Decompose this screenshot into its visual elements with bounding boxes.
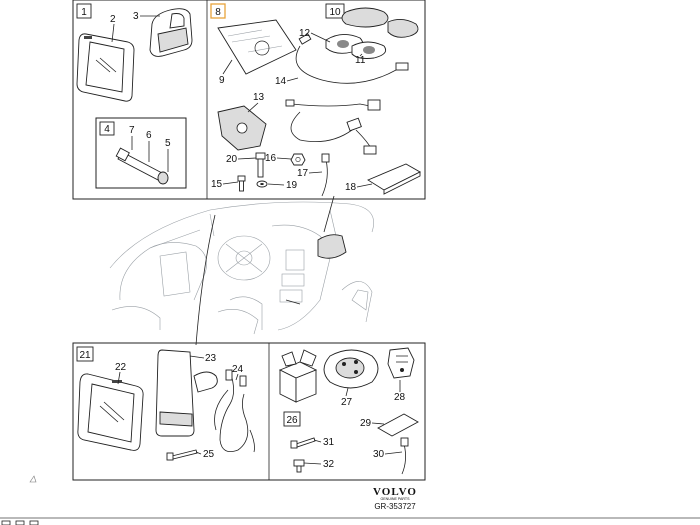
callout-28: 28 [394, 380, 406, 403]
bolt-part-19 [255, 152, 266, 178]
callout-22: 22 [115, 362, 127, 385]
svg-text:5: 5 [165, 138, 171, 149]
callout-14: 14 [275, 76, 299, 87]
callout-19: 20 [226, 154, 257, 165]
svg-text:27: 27 [341, 397, 353, 408]
frame-label-8: 8 [210, 3, 226, 19]
svg-text:17: 17 [297, 168, 309, 179]
svg-text:10: 10 [329, 7, 341, 18]
svg-text:28: 28 [394, 392, 406, 403]
callout-27: 27 [341, 387, 353, 408]
callout-32: 32 [303, 459, 335, 470]
svg-text:25: 25 [203, 449, 215, 460]
svg-text:GENUINE PARTS: GENUINE PARTS [380, 497, 410, 501]
screw-part-25 [166, 449, 198, 461]
callout-18: 18 [345, 182, 373, 193]
callout-16: 16 [265, 153, 292, 164]
svg-text:23: 23 [205, 353, 217, 364]
top-panel: 1 8 10 4 [72, 0, 426, 200]
svg-text:32: 32 [323, 459, 335, 470]
callout-5: 5 [165, 138, 171, 172]
callout-29: 29 [360, 418, 385, 429]
plate-part-28 [387, 347, 415, 379]
box-part-26 [278, 349, 318, 403]
svg-text:19: 19 [286, 180, 298, 191]
svg-text:2: 2 [110, 14, 116, 25]
svg-text:11: 11 [355, 55, 366, 66]
svg-text:22: 22 [115, 362, 127, 373]
tablet-part [76, 33, 135, 102]
callout-30: 30 [373, 449, 403, 460]
sticker-sheet-part [217, 19, 297, 75]
cradle-part [149, 8, 193, 57]
car-interior-illustration [109, 195, 374, 346]
callout-25: 25 [195, 449, 215, 460]
screw-rod-part [115, 147, 169, 185]
svg-text:12: 12 [299, 28, 311, 39]
callout-3: 3 [133, 11, 160, 22]
svg-text:29: 29 [360, 418, 372, 429]
svg-text:7: 7 [129, 125, 135, 136]
callout-7: 7 [129, 125, 135, 150]
gasket-part [325, 7, 419, 59]
holder-part-23 [155, 349, 218, 437]
svg-text:GR-353727: GR-353727 [374, 502, 416, 511]
callout-23: 23 [189, 353, 217, 364]
bottom-panel: 21 26 [72, 342, 426, 481]
arrow-mark-icon [29, 475, 37, 483]
svg-text:13: 13 [253, 92, 265, 103]
cropped-footer-icon [1, 520, 39, 525]
callout-13: 13 [247, 92, 265, 113]
cable-tie-part-17 [321, 153, 330, 197]
svg-text:8: 8 [215, 7, 221, 18]
cable-tie-part-30 [400, 437, 409, 475]
callout-6: 6 [146, 130, 152, 162]
svg-text:VOLVO: VOLVO [373, 486, 417, 498]
svg-text:4: 4 [104, 124, 110, 135]
screw-part-32 [293, 459, 305, 473]
frame-label-10: 10 [325, 3, 345, 19]
svg-text:21: 21 [79, 350, 91, 361]
callout-15: 15 [211, 179, 239, 190]
callout-11: 11 [355, 53, 366, 66]
callout-9: 9 [219, 59, 233, 86]
svg-text:15: 15 [211, 179, 223, 190]
frame-label-4: 4 [95, 117, 187, 189]
svg-text:3: 3 [133, 11, 139, 22]
svg-text:30: 30 [373, 449, 385, 460]
bracket-plate-part [217, 105, 267, 151]
nut-part-16 [290, 153, 306, 166]
svg-text:1: 1 [81, 7, 87, 18]
svg-text:14: 14 [275, 76, 287, 87]
callout-20: 19 [267, 180, 298, 191]
screw-part-31 [290, 437, 316, 449]
callout-24: 24 [232, 364, 244, 381]
tablet-part-22 [77, 373, 144, 451]
svg-text:16: 16 [265, 153, 277, 164]
brand-block: VOLVO GENUINE PARTS GR-353727 [373, 486, 417, 511]
frame-label-1: 1 [76, 3, 92, 19]
svg-text:31: 31 [323, 437, 335, 448]
pad-part-18 [367, 163, 421, 195]
pad-part-29 [377, 413, 419, 437]
svg-text:20: 20 [226, 154, 238, 165]
frame-label-21: 21 [76, 346, 94, 362]
callout-17: 17 [297, 168, 323, 179]
svg-text:26: 26 [286, 415, 298, 426]
cable-harness-part [285, 33, 409, 155]
svg-text:9: 9 [219, 75, 225, 86]
frame-label-26: 26 [283, 411, 301, 427]
svg-text:6: 6 [146, 130, 152, 141]
mount-part-27 [323, 349, 379, 389]
callout-12: 12 [299, 28, 331, 43]
screw-part-15 [237, 175, 246, 192]
cable-part-24 [214, 369, 255, 453]
svg-text:18: 18 [345, 182, 357, 193]
callout-31: 31 [313, 437, 335, 448]
callout-2: 2 [110, 14, 116, 43]
svg-text:24: 24 [232, 364, 244, 375]
washer-part-20 [256, 180, 268, 188]
